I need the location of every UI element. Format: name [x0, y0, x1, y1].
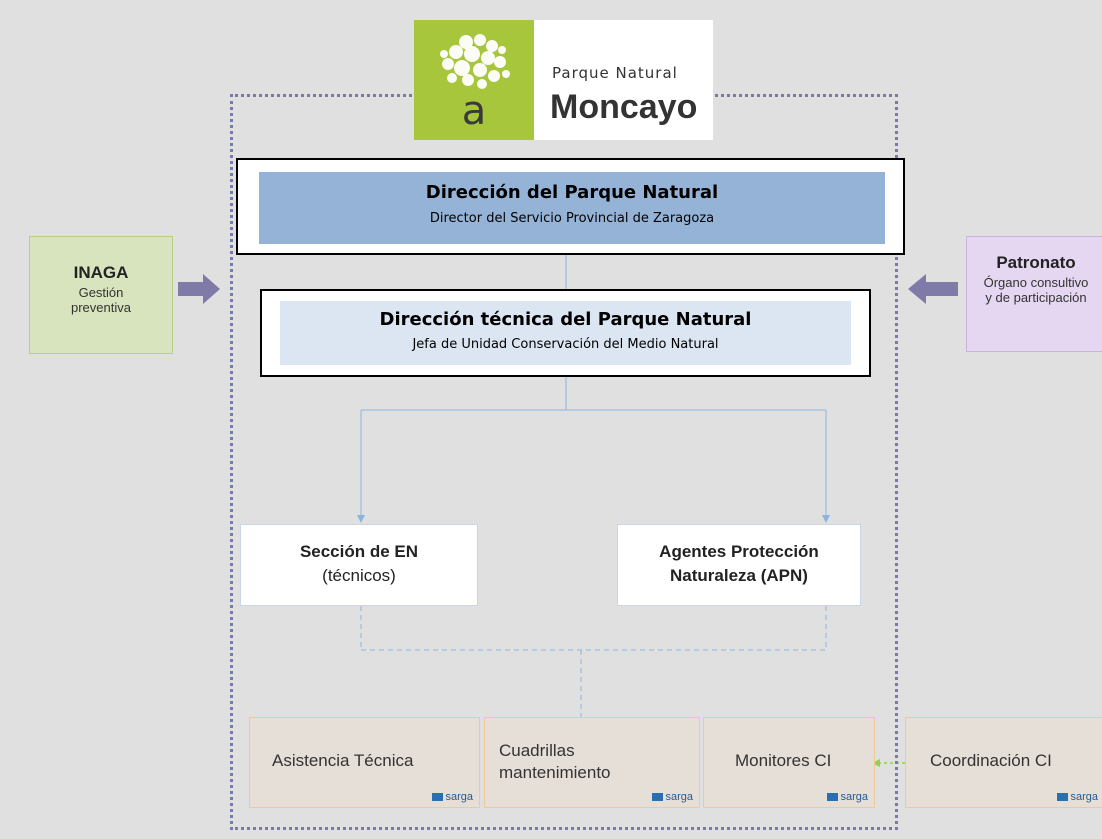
direccion-subtitle: Director del Servicio Provincial de Zara… — [429, 211, 715, 226]
direccion-tecnica-box: Dirección técnica del Parque Natural Jef… — [260, 289, 871, 377]
arrowhead-agentes — [822, 515, 830, 523]
seccion-en-title: Sección de EN — [299, 542, 419, 561]
sarga-icon — [1057, 793, 1069, 801]
cuadrillas-box: Cuadrillas mantenimiento sarga — [484, 717, 700, 808]
logo-letter: a — [461, 88, 487, 134]
asistencia-tecnica-box: Asistencia Técnica sarga — [249, 717, 480, 808]
direccion-tecnica-panel: Dirección técnica del Parque Natural Jef… — [280, 301, 851, 365]
patronato-title: Patronato — [996, 253, 1076, 272]
sarga-icon — [652, 793, 664, 801]
inaga-subtitle: Gestión preventiva — [71, 285, 131, 315]
direccion-tecnica-subtitle: Jefa de Unidad Conservación del Medio Na… — [412, 337, 719, 352]
sarga-logo: sarga — [652, 791, 693, 803]
patronato-subtitle: Órgano consultivo y de participación — [983, 275, 1089, 305]
coordinacion-box: Coordinación CI sarga — [905, 717, 1102, 808]
inaga-arrow — [178, 274, 220, 304]
logo-mark: a — [414, 20, 534, 140]
agentes-box: Agentes Protección Naturaleza (APN) — [617, 524, 861, 606]
monitores-box: Monitores CI sarga — [703, 717, 875, 808]
monitores-label: Monitores CI — [735, 751, 832, 770]
inaga-box: INAGA Gestión preventiva — [29, 236, 173, 354]
sarga-icon — [827, 793, 839, 801]
sarga-icon — [432, 793, 444, 801]
sarga-logo: sarga — [827, 791, 868, 803]
sarga-logo: sarga — [1057, 791, 1098, 803]
direccion-tecnica-title: Dirección técnica del Parque Natural — [379, 309, 752, 330]
sarga-logo: sarga — [432, 791, 473, 803]
tree-icon — [440, 34, 510, 89]
seccion-en-subtitle: (técnicos) — [322, 566, 396, 585]
cuadrillas-label: Cuadrillas mantenimiento — [499, 741, 611, 782]
logo-title: Moncayo — [550, 88, 698, 126]
arrowhead-seccion — [357, 515, 365, 523]
direccion-panel: Dirección del Parque Natural Director de… — [259, 172, 885, 244]
direccion-box: Dirección del Parque Natural Director de… — [236, 158, 905, 255]
agentes-subtitle: Naturaleza (APN) — [670, 566, 808, 585]
patronato-box: Patronato Órgano consultivo y de partici… — [966, 236, 1102, 352]
inaga-title: INAGA — [73, 263, 129, 282]
direccion-title: Dirección del Parque Natural — [425, 182, 719, 203]
patronato-arrow — [908, 274, 958, 304]
asistencia-tecnica-label: Asistencia Técnica — [272, 751, 414, 770]
seccion-en-box: Sección de EN (técnicos) — [240, 524, 478, 606]
coordinacion-label: Coordinación CI — [930, 751, 1052, 770]
agentes-title: Agentes Protección — [659, 542, 819, 561]
logo-subtitle: Parque Natural — [552, 64, 678, 82]
park-logo: a Parque Natural Moncayo — [414, 20, 713, 140]
coordinacion-arrowhead — [872, 759, 880, 767]
